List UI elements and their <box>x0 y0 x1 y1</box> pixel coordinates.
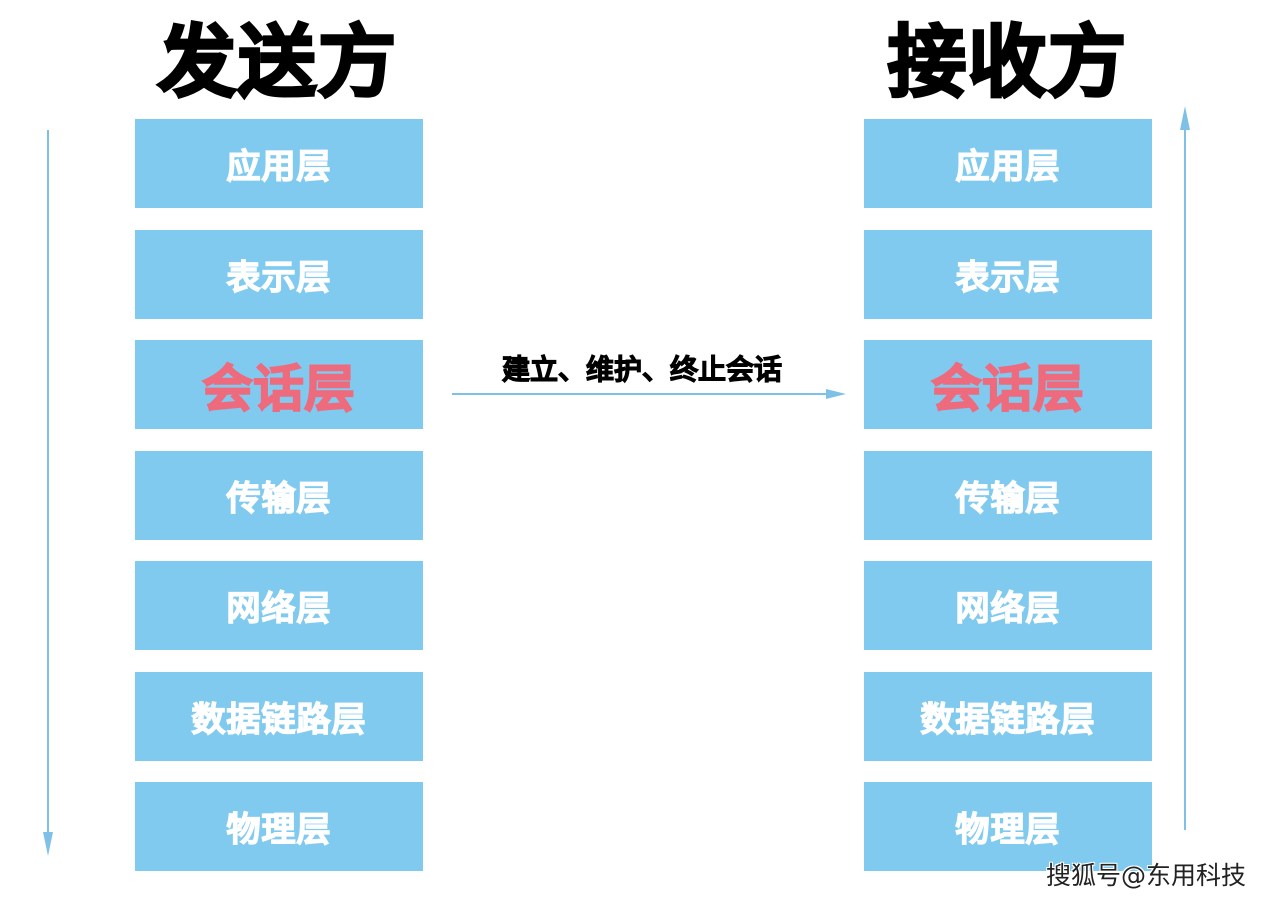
session-connection-arrow-right-icon <box>826 389 846 399</box>
layer-label: 数据链路层 <box>920 699 1096 740</box>
layer-label: 网络层 <box>955 588 1061 629</box>
layer-label: 表示层 <box>955 257 1061 298</box>
receiver-layer-physical: 物理层 <box>864 782 1152 871</box>
sender-flow-arrow-down-icon <box>43 832 53 856</box>
layer-label: 会话层 <box>202 359 356 419</box>
layer-label: 应用层 <box>226 146 332 187</box>
sender-layer-network: 网络层 <box>135 561 423 650</box>
receiver-layer-transport: 传输层 <box>864 451 1152 540</box>
sender-layer-application: 应用层 <box>135 119 423 208</box>
sender-layer-transport: 传输层 <box>135 451 423 540</box>
receiver-layer-presentation: 表示层 <box>864 230 1152 319</box>
receiver-layer-session: 会话层 <box>864 340 1152 429</box>
receiver-flow-arrow-up-icon <box>1180 106 1190 130</box>
sender-title: 发送方 <box>156 17 398 110</box>
receiver-layer-network: 网络层 <box>864 561 1152 650</box>
layer-label: 物理层 <box>226 809 332 850</box>
watermark: 搜狐号@东用科技 <box>1046 861 1247 890</box>
sender-layer-presentation: 表示层 <box>135 230 423 319</box>
layer-label: 传输层 <box>226 478 332 519</box>
layer-label: 物理层 <box>955 809 1061 850</box>
layer-label: 会话层 <box>931 359 1085 419</box>
sender-layer-datalink: 数据链路层 <box>135 672 423 761</box>
layer-label: 传输层 <box>955 478 1061 519</box>
sender-flow-line <box>47 130 49 838</box>
layer-label: 应用层 <box>955 146 1061 187</box>
receiver-title: 接收方 <box>886 17 1128 110</box>
receiver-flow-line <box>1184 126 1186 830</box>
layer-label: 网络层 <box>226 588 332 629</box>
sender-layer-physical: 物理层 <box>135 782 423 871</box>
layer-label: 表示层 <box>226 257 332 298</box>
layer-label: 数据链路层 <box>191 699 367 740</box>
receiver-layer-application: 应用层 <box>864 119 1152 208</box>
receiver-layer-datalink: 数据链路层 <box>864 672 1152 761</box>
session-connection-line <box>452 393 830 395</box>
sender-layer-session: 会话层 <box>135 340 423 429</box>
session-connection-label: 建立、维护、终止会话 <box>501 353 782 387</box>
